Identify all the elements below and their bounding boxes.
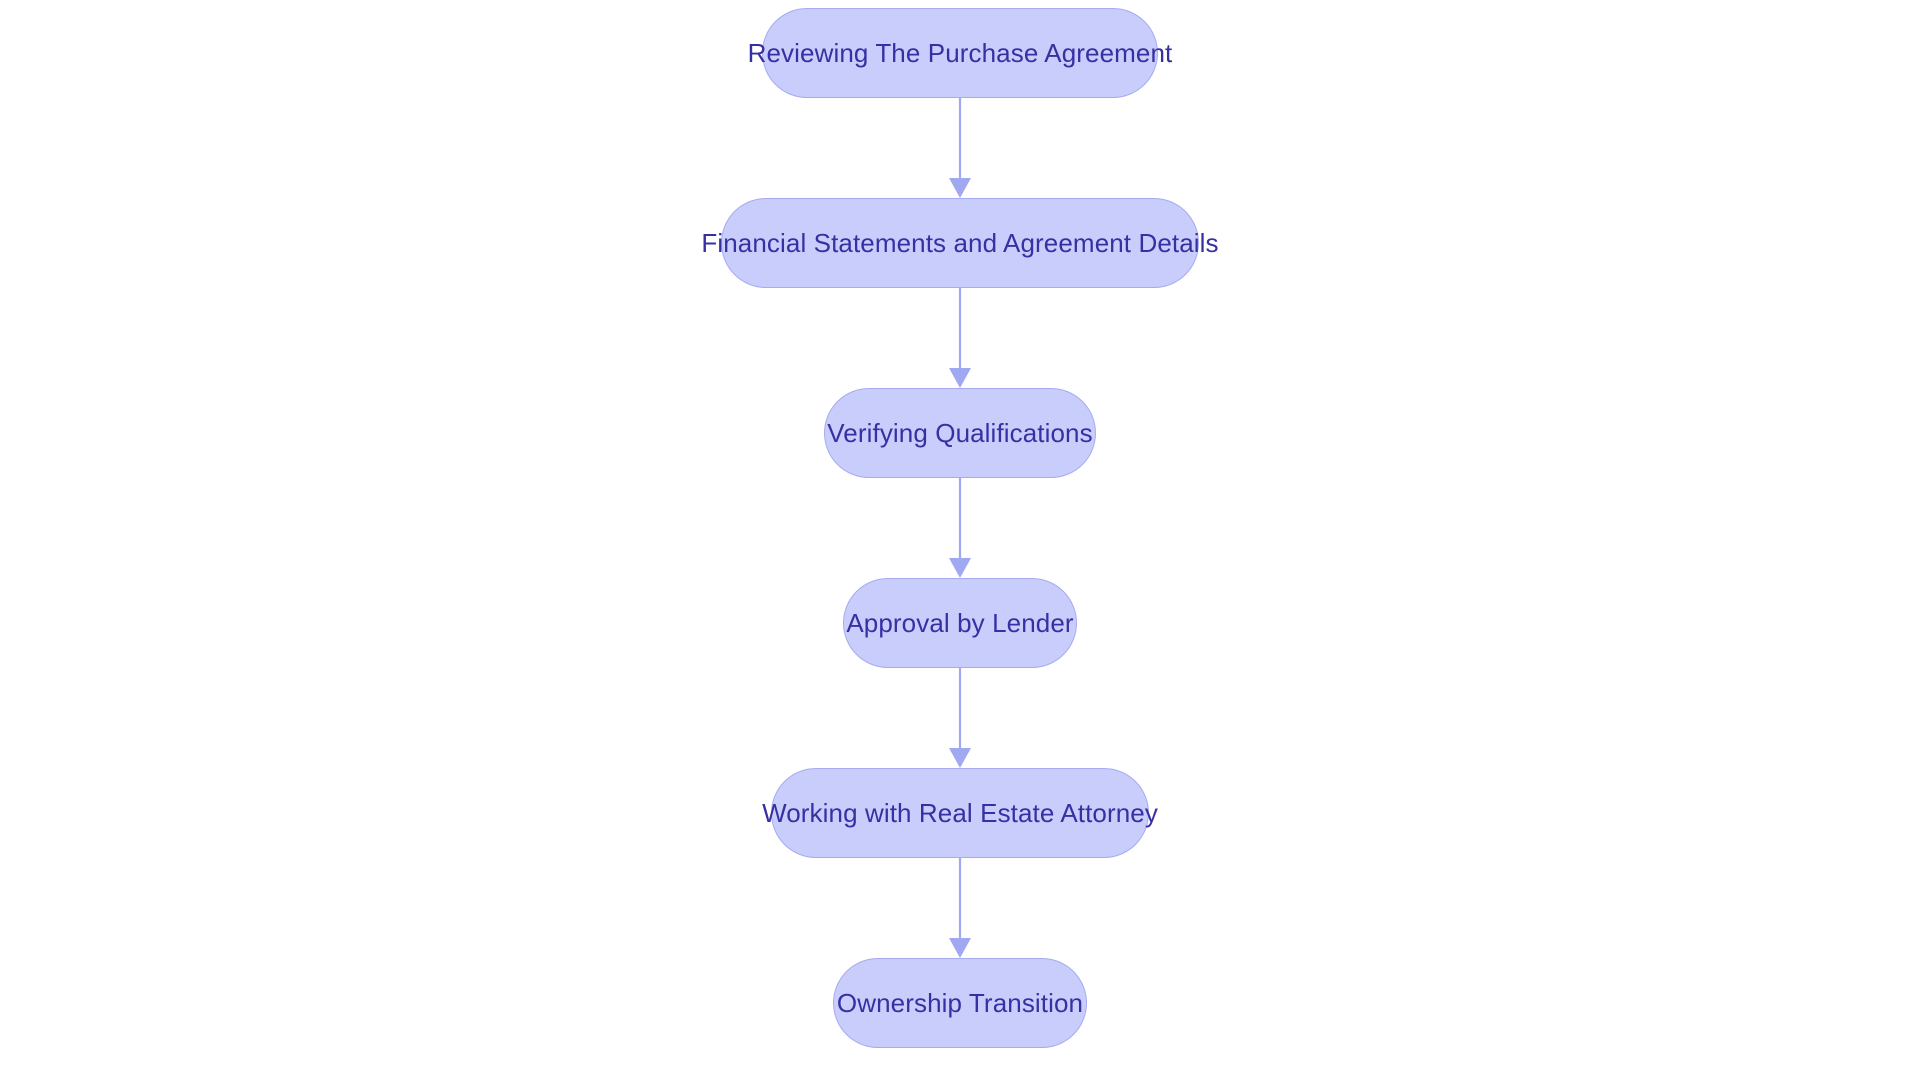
flow-connector-e1 bbox=[0, 98, 1920, 198]
flow-connector-e2 bbox=[0, 288, 1920, 388]
flow-node-wrapper: Approval by Lender bbox=[0, 578, 1920, 668]
flow-node-n3[interactable]: Verifying Qualifications bbox=[824, 388, 1096, 478]
flow-connector-e5 bbox=[0, 858, 1920, 958]
flow-node-wrapper: Working with Real Estate Attorney bbox=[0, 768, 1920, 858]
flow-node-n2[interactable]: Financial Statements and Agreement Detai… bbox=[701, 198, 1219, 288]
connector-arrowhead-icon bbox=[949, 938, 971, 958]
flow-node-label: Verifying Qualifications bbox=[827, 418, 1093, 448]
flow-node-wrapper: Financial Statements and Agreement Detai… bbox=[0, 198, 1920, 288]
flow-node-label: Working with Real Estate Attorney bbox=[762, 798, 1158, 828]
flow-node-wrapper: Reviewing The Purchase Agreement bbox=[0, 8, 1920, 98]
connector-arrowhead-icon bbox=[949, 178, 971, 198]
flow-node-label: Approval by Lender bbox=[846, 608, 1074, 638]
connector-arrowhead-icon bbox=[949, 558, 971, 578]
flow-connector-e3 bbox=[0, 478, 1920, 578]
connector-arrowhead-icon bbox=[949, 368, 971, 388]
flow-node-label: Ownership Transition bbox=[836, 988, 1084, 1018]
flow-node-n6[interactable]: Ownership Transition bbox=[833, 958, 1087, 1048]
flow-node-n1[interactable]: Reviewing The Purchase Agreement bbox=[748, 8, 1172, 98]
flow-node-wrapper: Ownership Transition bbox=[0, 958, 1920, 1048]
flow-node-wrapper: Verifying Qualifications bbox=[0, 388, 1920, 478]
connector-arrowhead-icon bbox=[949, 748, 971, 768]
flow-node-n4[interactable]: Approval by Lender bbox=[843, 578, 1077, 668]
flow-node-label: Reviewing The Purchase Agreement bbox=[747, 38, 1173, 68]
flow-node-label: Financial Statements and Agreement Detai… bbox=[701, 228, 1219, 258]
flow-connector-e4 bbox=[0, 668, 1920, 768]
flow-node-n5[interactable]: Working with Real Estate Attorney bbox=[762, 768, 1158, 858]
